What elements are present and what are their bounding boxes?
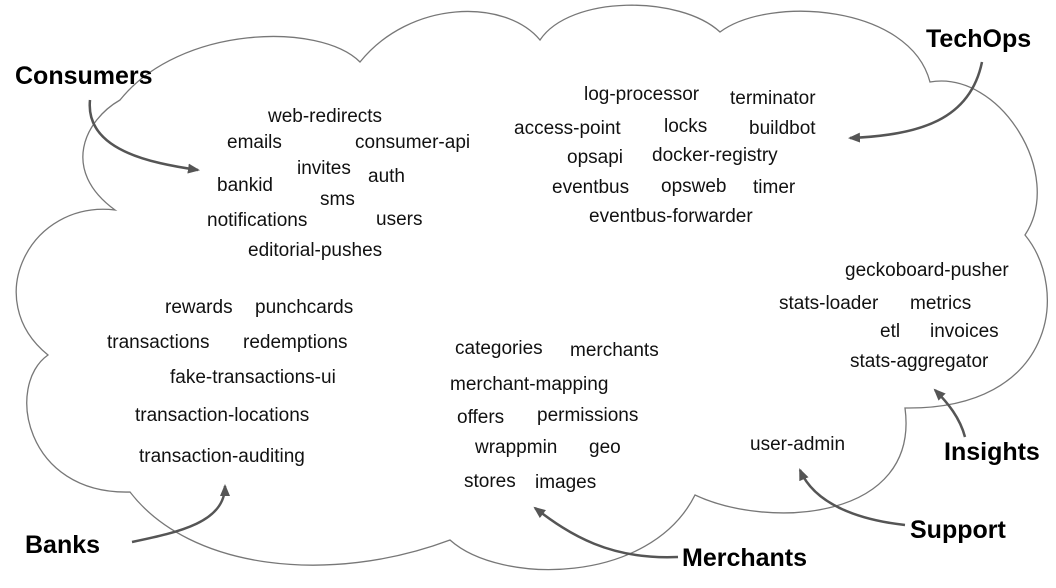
team-arrows	[88, 61, 984, 559]
service-label: punchcards	[255, 297, 354, 318]
service-label: transactions	[107, 332, 210, 353]
service-label: eventbus	[552, 177, 630, 198]
service-label: user-admin	[750, 434, 846, 455]
team-label-support: Support	[910, 516, 1006, 544]
service-label: merchants	[570, 340, 659, 361]
service-label: opsweb	[661, 176, 727, 197]
service-label: locks	[664, 116, 708, 137]
team-label-consumers: Consumers	[15, 62, 153, 90]
service-label: geckoboard-pusher	[845, 260, 1009, 281]
service-label: permissions	[537, 405, 639, 426]
service-label: transaction-locations	[135, 405, 310, 426]
service-label: stores	[464, 471, 516, 492]
team-label-merchants: Merchants	[682, 544, 808, 572]
service-label: log-processor	[584, 84, 700, 105]
service-label: timer	[753, 177, 796, 198]
service-label: stats-loader	[779, 293, 879, 314]
arrow-support	[798, 468, 906, 527]
service-label: eventbus-forwarder	[589, 206, 753, 227]
arrow-consumers	[88, 99, 200, 174]
service-label: redemptions	[243, 332, 348, 353]
team-label-insights: Insights	[944, 438, 1040, 466]
service-label: emails	[227, 132, 282, 153]
service-label: invoices	[930, 321, 999, 342]
team-label-banks: Banks	[25, 531, 101, 559]
service-label: web-redirects	[268, 106, 383, 127]
arrow-techops	[848, 61, 984, 143]
service-label: wrappmin	[475, 437, 558, 458]
service-label: users	[376, 209, 423, 230]
service-label: offers	[457, 407, 505, 428]
arrow-merchants	[533, 506, 679, 559]
service-label: buildbot	[749, 118, 816, 139]
service-label: categories	[455, 338, 543, 359]
service-label: merchant-mapping	[450, 374, 609, 395]
service-label: terminator	[730, 88, 816, 109]
service-label: auth	[368, 166, 405, 187]
service-label: fake-transactions-ui	[170, 367, 336, 388]
cloud-outline	[15, 4, 1048, 571]
service-label: bankid	[217, 175, 273, 196]
service-label: notifications	[207, 210, 308, 231]
service-label: geo	[589, 437, 621, 458]
service-label: docker-registry	[652, 145, 778, 166]
service-label: invites	[297, 158, 351, 179]
service-label: rewards	[165, 297, 233, 318]
team-label-techops: TechOps	[926, 25, 1032, 53]
service-label: sms	[320, 189, 355, 210]
arrow-insights	[933, 388, 967, 438]
service-label: consumer-api	[355, 132, 471, 153]
service-label: editorial-pushes	[248, 240, 383, 261]
arrow-banks	[131, 484, 230, 544]
service-label: opsapi	[567, 147, 623, 168]
service-label: stats-aggregator	[850, 351, 989, 372]
service-label: etl	[880, 321, 901, 342]
service-label: access-point	[514, 118, 621, 139]
service-label: images	[535, 472, 597, 493]
service-label: transaction-auditing	[139, 446, 305, 467]
service-label: metrics	[910, 293, 972, 314]
